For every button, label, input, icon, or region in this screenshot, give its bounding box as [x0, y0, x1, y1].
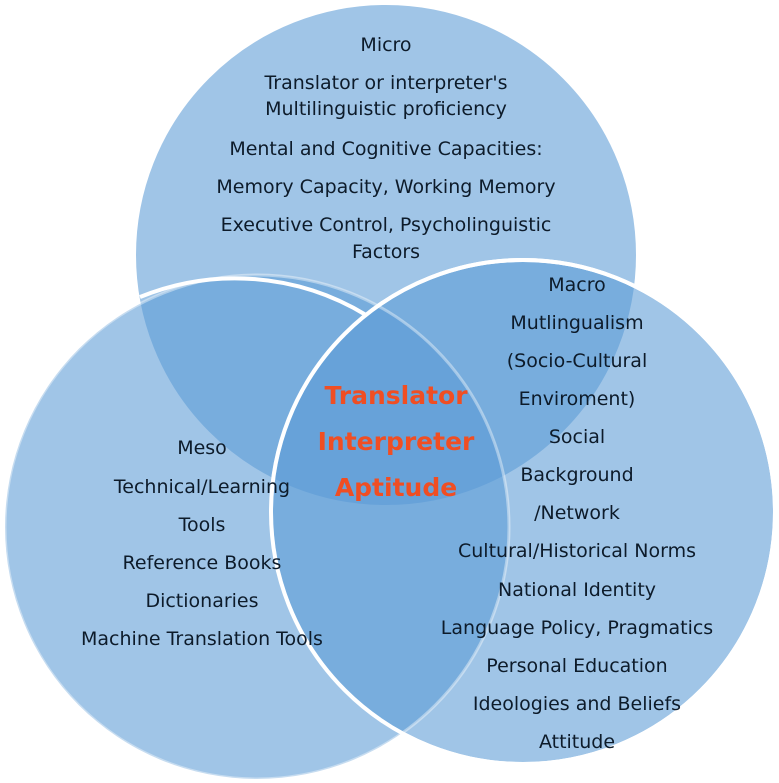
macro-label: Social	[549, 426, 605, 448]
macro-label: Attitude	[539, 731, 615, 753]
micro-label: Multilinguistic proficiency	[265, 98, 507, 120]
macro-label: Language Policy, Pragmatics	[441, 617, 713, 639]
macro-label: Ideologies and Beliefs	[473, 693, 681, 715]
meso-label: Dictionaries	[145, 590, 258, 612]
center-title: Interpreter	[318, 427, 475, 456]
macro-label: National Identity	[498, 579, 656, 601]
meso-label: Technical/Learning	[113, 476, 290, 498]
macro-label: /Network	[534, 502, 620, 524]
micro-label: Factors	[352, 241, 420, 263]
meso-circle	[3, 273, 511, 781]
macro-label: Enviroment)	[519, 388, 636, 410]
macro-label: Mutlingualism	[510, 312, 643, 334]
micro-label: Translator or interpreter's	[263, 72, 507, 94]
micro-label: Mental and Cognitive Capacities:	[229, 138, 542, 160]
macro-label: Cultural/Historical Norms	[458, 540, 696, 562]
center-title: Translator	[324, 381, 468, 410]
micro-label: Memory Capacity, Working Memory	[216, 176, 555, 198]
meso-label: Meso	[177, 437, 227, 459]
micro-circle-outline	[139, 276, 368, 317]
macro-label: Personal Education	[486, 655, 667, 677]
macro-label: Macro	[548, 274, 606, 296]
center-title: Aptitude	[335, 473, 457, 502]
micro-label: Executive Control, Psycholinguistic	[221, 214, 552, 236]
meso-label: Machine Translation Tools	[81, 628, 323, 650]
meso-label: Tools	[178, 514, 226, 536]
meso-label: Reference Books	[123, 552, 282, 574]
macro-circle-outline	[269, 258, 777, 766]
macro-label: Background	[520, 464, 633, 486]
micro-label: Micro	[360, 34, 411, 56]
macro-label: (Socio-Cultural	[507, 350, 647, 372]
